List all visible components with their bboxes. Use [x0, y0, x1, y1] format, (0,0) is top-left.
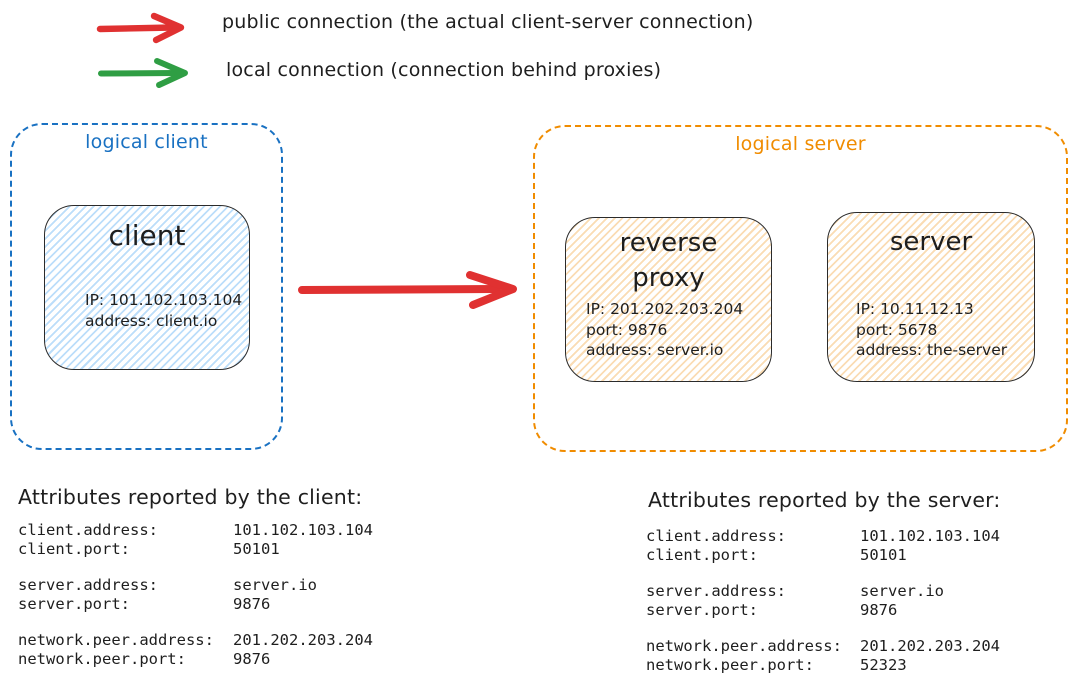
- attr-value: 201.202.203.204: [860, 637, 1000, 655]
- logical-server-group: logical server reverse proxy IP: 201.202…: [533, 125, 1068, 452]
- attr-value: 201.202.203.204: [233, 631, 373, 649]
- attr-value: 50101: [860, 546, 907, 564]
- attr-row: server.port: 9876: [18, 595, 373, 614]
- node-detail-line: port: 5678: [856, 320, 938, 339]
- client-to-server-arrow-icon: [297, 270, 523, 310]
- node-detail-line: IP: 101.102.103.104: [85, 291, 243, 309]
- attr-value: server.io: [233, 576, 317, 594]
- logical-client-label: logical client: [85, 131, 208, 153]
- attr-row: server.address: server.io: [18, 576, 373, 595]
- attr-row: network.peer.address: 201.202.203.204: [18, 631, 373, 650]
- server-attributes-table: client.address: 101.102.103.104 client.po…: [646, 527, 1001, 675]
- node-detail-line: IP: 201.202.203.204: [586, 300, 744, 318]
- reverse-proxy-node: reverse proxy IP: 201.202.203.204 port: …: [565, 217, 772, 382]
- attr-key: network.peer.address:: [18, 631, 214, 649]
- attr-value: 50101: [233, 540, 280, 558]
- node-detail-line: port: 9876: [586, 320, 668, 339]
- attr-value: 52323: [860, 656, 907, 674]
- node-detail-line: address: client.io: [85, 312, 218, 330]
- attr-key: server.address:: [646, 582, 786, 600]
- attr-value: server.io: [860, 582, 944, 600]
- attr-key: network.peer.address:: [646, 637, 842, 655]
- attr-row: client.port: 50101: [18, 540, 373, 559]
- attr-key: server.address:: [18, 576, 158, 594]
- attr-value: 9876: [860, 601, 898, 619]
- attr-row: client.address: 101.102.103.104: [646, 527, 1001, 546]
- legend-label-public: public connection (the actual client-ser…: [222, 11, 754, 33]
- server-attributes-section: Attributes reported by the server: clien…: [646, 488, 1001, 691]
- attr-key: client.address:: [18, 521, 158, 539]
- reverse-proxy-node-title: reverse proxy: [619, 228, 718, 293]
- attr-row: client.address: 101.102.103.104: [18, 521, 373, 540]
- attr-row: network.peer.address: 201.202.203.204: [646, 637, 1001, 656]
- local-connection-arrow-icon: [98, 58, 198, 88]
- legend-label-local: local connection (connection behind prox…: [226, 59, 662, 81]
- logical-server-label: logical server: [735, 133, 866, 155]
- attr-row: server.port: 9876: [646, 601, 1001, 620]
- client-node-details: IP: 101.102.103.104 address: client.io: [85, 290, 242, 332]
- client-attributes-heading: Attributes reported by the client:: [18, 485, 363, 509]
- server-node-details: IP: 10.11.12.13 port: 5678 address: the-…: [856, 299, 1007, 361]
- attr-key: client.address:: [646, 527, 786, 545]
- attr-value: 101.102.103.104: [233, 521, 373, 539]
- attr-key: client.port:: [646, 546, 758, 564]
- attr-key: server.port:: [646, 601, 758, 619]
- client-attributes-table: client.address: 101.102.103.104 client.po…: [18, 521, 373, 669]
- node-detail-line: address: the-server: [856, 341, 1008, 359]
- attr-row: network.peer.port: 52323: [646, 656, 1001, 675]
- attr-row: network.peer.port: 9876: [18, 650, 373, 669]
- client-attributes-section: Attributes reported by the client: clien…: [18, 485, 373, 686]
- logical-client-group: logical client client IP: 101.102.103.10…: [10, 123, 283, 450]
- attr-key: network.peer.port:: [646, 656, 814, 674]
- attr-row: server.address: server.io: [646, 582, 1001, 601]
- attr-row: client.port: 50101: [646, 546, 1001, 565]
- reverse-proxy-node-details: IP: 201.202.203.204 port: 9876 address: …: [586, 299, 743, 361]
- attr-key: network.peer.port:: [18, 650, 186, 668]
- client-node: client IP: 101.102.103.104 address: clie…: [44, 205, 250, 370]
- attr-value: 9876: [233, 595, 271, 613]
- client-node-title: client: [108, 219, 186, 252]
- attr-key: server.port:: [18, 595, 130, 613]
- attr-value: 9876: [233, 650, 271, 668]
- node-detail-line: IP: 10.11.12.13: [856, 300, 974, 318]
- server-node-title: server: [889, 227, 973, 257]
- server-attributes-heading: Attributes reported by the server:: [648, 488, 1001, 512]
- attr-value: 101.102.103.104: [860, 527, 1000, 545]
- node-detail-line: address: server.io: [586, 341, 724, 359]
- public-connection-arrow-icon: [96, 12, 195, 44]
- attr-key: client.port:: [18, 540, 130, 558]
- server-node: server IP: 10.11.12.13 port: 5678 addres…: [827, 212, 1035, 382]
